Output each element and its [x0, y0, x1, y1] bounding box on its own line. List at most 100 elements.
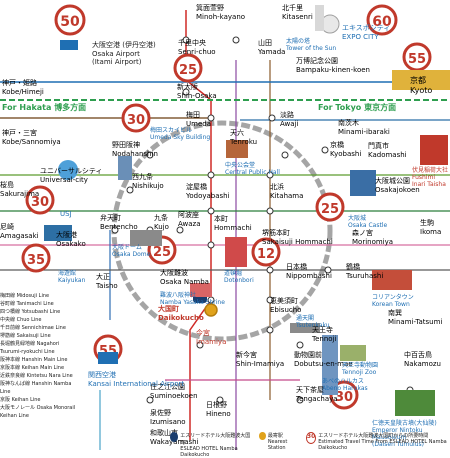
- nishikujo-jp: 西九条: [132, 173, 153, 181]
- svg-text:35: 35: [27, 253, 45, 268]
- label-nippombashi: 日本橋 Nippombashi: [286, 262, 332, 280]
- kitahama-jp: 北浜: [270, 183, 284, 191]
- ikoma-jp: 生駒: [420, 219, 434, 227]
- label-tsutenkaku: 通天閣 Tsutenkaku: [296, 313, 330, 329]
- label-umeda: 梅田 Umeda: [186, 110, 211, 128]
- svg-text:25: 25: [321, 202, 339, 217]
- station-dot: [232, 36, 240, 44]
- wakayamashi-en: Wakayamashi: [150, 438, 199, 446]
- awaza-en: Awaza: [178, 220, 201, 228]
- dotonbori-icon: [225, 237, 247, 267]
- label-kitasenri: 北千里 Kitasenri: [282, 3, 313, 21]
- bampaku-jp: 万博記念公園: [296, 57, 338, 65]
- imamiya-jp: 今宮: [196, 329, 210, 337]
- shin-imamiya-jp: 新今宮: [236, 351, 257, 359]
- label-fushimi: 伏見稲荷大社 Fushimi Inari Taisha: [412, 165, 450, 188]
- tsuruhashi-en: Tsuruhashi: [346, 272, 384, 280]
- nippombashi-jp: 日本橋: [286, 263, 307, 271]
- universal-city-jp: ユニバーサルシティ: [40, 167, 103, 175]
- station-dot: [182, 36, 190, 44]
- label-minami-ibaraki: 南茨木 Minami-ibaraki: [338, 118, 390, 136]
- kyoto-en: Kyoto: [410, 86, 433, 95]
- label-usj: USJ: [60, 210, 72, 218]
- badge-osaka-airport: 50: [54, 4, 86, 36]
- station-dot: [266, 171, 274, 179]
- umeda-sky-building-icon: [118, 156, 132, 180]
- kyoto-jp: 京都: [410, 76, 426, 85]
- legend-line: 梅田線 Midosuji Line: [0, 293, 50, 299]
- dotonbori-jp: 道頓堀: [224, 270, 243, 277]
- tengachaya-en: Tengachaya: [296, 395, 338, 403]
- osaka-castle-jp: 大阪城: [348, 215, 367, 222]
- osaka-castle-icon: [350, 170, 376, 196]
- namba-en: Osaka Namba: [160, 278, 209, 286]
- kobe-sannomiya-jp: 神戸・三宮: [2, 129, 37, 137]
- hommachi-en: Hommachi: [214, 224, 252, 232]
- legend-nearest-jp: 最寄駅: [267, 433, 283, 439]
- abeno-harukas-jp: あべのハルカス: [322, 378, 364, 385]
- badge-expo-city: 60: [366, 4, 398, 36]
- label-tennoji: 天王寺 Tennoji: [312, 325, 336, 343]
- senri-chuo-en: Senri-chuo: [178, 48, 216, 56]
- yodoyabashi-jp: 淀屋橋: [186, 183, 207, 191]
- namba-yasaka-en: Namba Yasaka Shrine: [160, 299, 225, 306]
- legend-line: 谷町線 Tanimachi Line: [0, 301, 54, 307]
- tennoji-en: Tennoji: [312, 335, 337, 343]
- label-minoh: 箕面萱野 Minoh-kayano: [196, 3, 245, 21]
- central-hall-jp: 中央公会堂: [225, 162, 256, 169]
- svg-text:30: 30: [127, 113, 145, 128]
- svg-text:55: 55: [408, 52, 426, 67]
- nakamozu-jp: 中百舌鳥: [404, 351, 432, 359]
- legend-time: 30 エスリードホテル大阪難波大国町からの所要時間 Estimated Trav…: [305, 432, 450, 451]
- station-dot: [324, 266, 332, 274]
- abeno-harukas-icon: [322, 335, 338, 395]
- legend-hotel: エスリードホテル大阪難波大国町 ESLEAD HOTEL Namba Daiko…: [170, 432, 253, 458]
- sakaisuji-hommachi-en: Sakaisuji Hommachi: [262, 238, 333, 246]
- label-izumisano: 泉佐野 Izumisano: [150, 408, 186, 426]
- label-senri-chuo: 千里中央 Senri-chuo: [178, 38, 216, 56]
- amagasaki-en: Amagasaki: [0, 232, 39, 240]
- kyobashi-jp: 京橋: [330, 141, 344, 149]
- nishikujo-en: Nishikujo: [132, 182, 164, 190]
- kujo-en: Kujo: [154, 223, 169, 231]
- label-minami-tatsumi: 南巽 Minami-Tatsumi: [388, 308, 442, 326]
- label-umeda-sky: 梅田スカイビル Umeda Sky Building: [150, 125, 210, 141]
- label-kansai-airport: 関西空港 Kansai International Airport: [88, 370, 184, 388]
- station-dot: [146, 151, 154, 159]
- dobutsuen-jp: 動物園前: [294, 351, 322, 359]
- abeno-harukas-en: Abeno Harukas: [322, 385, 368, 392]
- yamada-jp: 山田: [258, 39, 272, 47]
- kobe-en: Kobe/Himeji: [2, 88, 44, 96]
- label-osaka-dome: 大阪ドーム Osaka Dome: [112, 242, 150, 258]
- label-nakamozu: 中百舌鳥 Nakamozu: [404, 350, 441, 368]
- label-awaza: 阿波座 Awaza: [178, 210, 200, 228]
- osakako-en: Osakako: [56, 240, 86, 248]
- label-osaka-airport: 大阪空港 (伊丹空港) Osaka Airport (Itami Airport…: [92, 40, 156, 66]
- label-expo: エキスポシティ EXPO CITY: [342, 23, 390, 41]
- awaji-jp: 淡路: [280, 111, 294, 119]
- legend-time-en: Estimated Travel Time From ESLEAD HOTEL …: [318, 439, 447, 451]
- morinomiya-jp: 森ノ宮: [352, 229, 373, 237]
- kobe-jp: 神戸・姫路: [2, 79, 37, 87]
- minami-ibaraki-jp: 南茨木: [338, 119, 359, 127]
- station-dot: [146, 396, 154, 404]
- label-korean-town: コリアンタウン Korean Town: [372, 292, 414, 308]
- label-bampaku: 万博記念公園 Bampaku-kinen-koen: [296, 56, 370, 74]
- suminoekoen-jp: 住之江公園: [150, 383, 185, 391]
- station-dot: [207, 207, 215, 215]
- label-suminoekoen: 住之江公園 Suminoekoen: [150, 382, 198, 400]
- station-dot: [196, 341, 204, 349]
- kansai-airport-en: Kansai International Airport: [88, 380, 185, 388]
- hotel-legend-icon: [170, 432, 179, 442]
- osaka-dome-icon: [130, 230, 162, 246]
- tsuruhashi-jp: 鶴橋: [346, 263, 360, 271]
- badge-kaiyukan: 35: [21, 243, 51, 273]
- label-namba-yasaka: 難波八阪神社 Namba Yasaka Shrine: [160, 290, 225, 306]
- legend-line: 四つ橋線 Yotsubashi Line: [0, 309, 61, 315]
- label-yodoyabashi: 淀屋橋 Yodoyabashi: [186, 182, 230, 200]
- sun-tower-en: Tower of the Sun: [286, 45, 337, 52]
- legend-line: Keihan Line: [0, 413, 29, 419]
- label-sun-tower: 太陽の塔 Tower of the Sun: [286, 36, 336, 52]
- legend-line: 堺筋線 Sakaisuji Line: [0, 333, 51, 339]
- osaka-airport-jp: 大阪空港 (伊丹空港): [92, 41, 156, 49]
